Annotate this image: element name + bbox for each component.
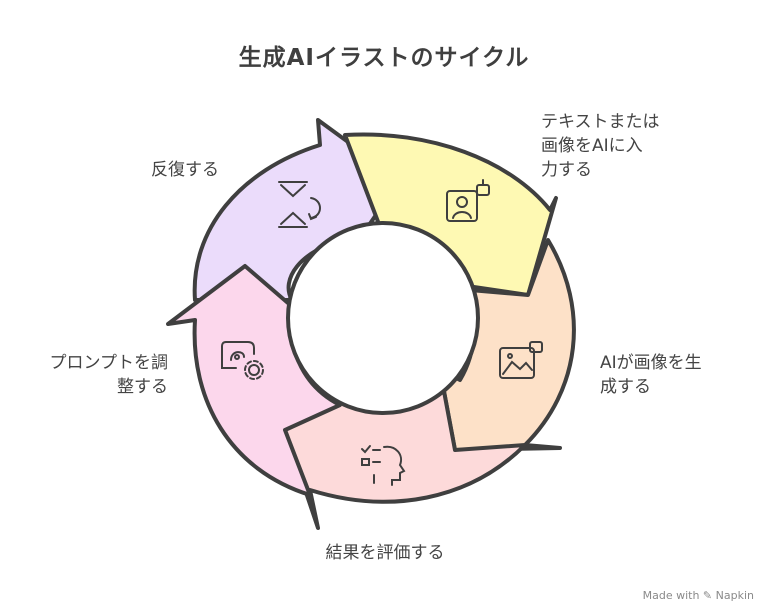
step-label-evaluate: 結果を評価する <box>270 541 500 565</box>
checklist-head-icon <box>361 445 406 486</box>
cycle-center <box>286 221 480 415</box>
step-label-line: テキストまたは <box>541 112 660 132</box>
ai-portrait-icon <box>446 179 490 222</box>
step-label-line: 力する <box>541 160 592 180</box>
step-label-line: 結果を評価する <box>325 543 445 563</box>
face-gear-icon <box>221 341 264 380</box>
segment-repeat <box>192 118 402 302</box>
napkin-watermark[interactable]: Made with ✎ Napkin <box>642 589 754 602</box>
step-label-adjust: プロンプトを調 整する <box>20 351 169 399</box>
page-title: 生成AIイラストのサイクル <box>238 45 530 71</box>
step-label-generate: AIが画像を生 成する <box>600 351 750 399</box>
step-label-line: 画像をAIに入 <box>541 136 643 156</box>
step-label-line: 成する <box>600 377 651 397</box>
step-label-line: プロンプトを調 <box>49 353 169 373</box>
step-label-line: 整する <box>117 377 168 397</box>
ai-landscape-image-icon <box>499 341 543 379</box>
step-label-input: テキストまたは 画像をAIに入 力する <box>541 110 711 182</box>
step-label-line: AIが画像を生 <box>600 353 702 373</box>
step-label-repeat: 反復する <box>130 158 240 182</box>
hourglass-cycle-icon <box>278 181 321 228</box>
step-label-line: 反復する <box>151 160 219 180</box>
